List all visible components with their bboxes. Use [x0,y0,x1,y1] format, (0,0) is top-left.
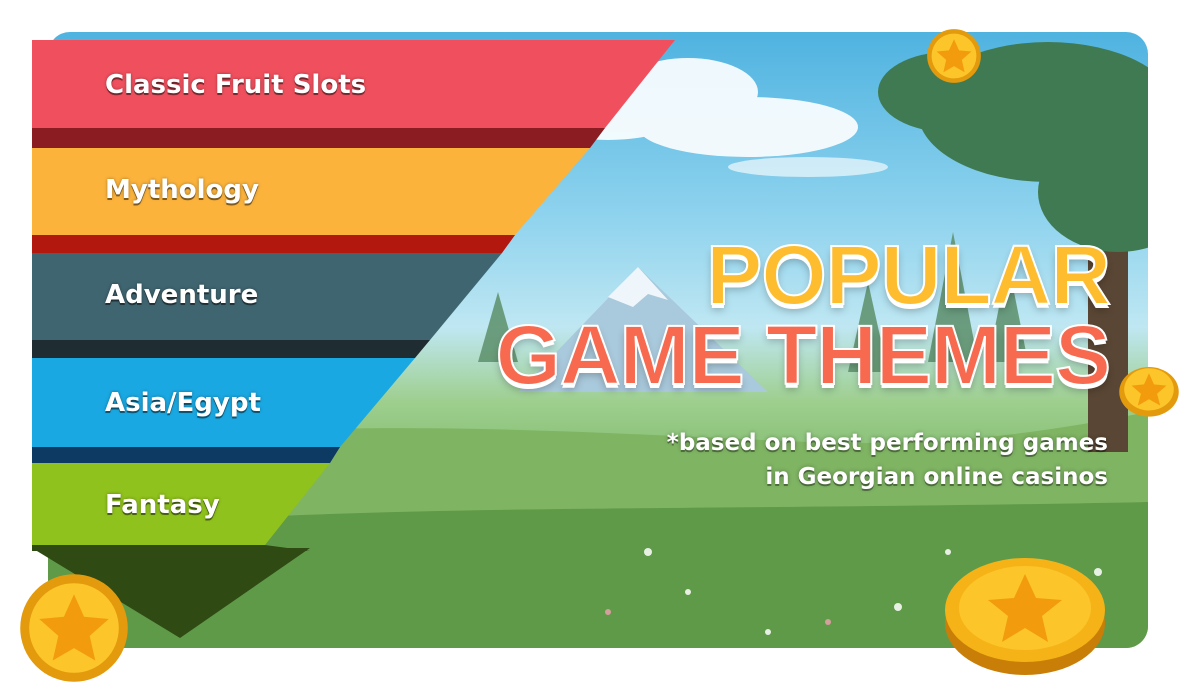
funnel-band-adventure [32,253,502,358]
band-adventure [32,253,502,340]
theme-label-adventure: Adventure [105,280,259,310]
band-asia-egypt [32,358,415,447]
theme-label-asia-egypt: Asia/Egypt [105,388,261,418]
funnel-band-asia-egypt [32,358,415,463]
headline-line-2: GAME THEMES [495,307,1112,402]
star-coin-icon [927,29,981,83]
footnote-line-2: in Georgian online casinos [765,464,1108,490]
theme-label-fantasy: Fantasy [105,490,220,520]
landscape-illustration [48,42,1148,648]
headline: POPULAR GAME THEMES [495,228,1112,402]
star-coin-icon [20,574,128,682]
theme-label-mythology: Mythology [105,175,259,205]
theme-funnel [32,40,675,638]
star-coin-icon [1119,367,1179,417]
funnel-band-classic-fruit-slots [32,40,675,148]
funnel-tip [32,548,310,638]
footnote-line-1: *based on best performing games [666,430,1108,456]
headline-line-1: POPULAR [705,228,1112,322]
funnel-band-fantasy [32,463,330,551]
band-fantasy [32,463,330,545]
star-coin-icon [945,558,1105,675]
band-classic-fruit-slots [32,40,675,128]
band-mythology [32,148,590,235]
funnel-band-mythology [32,148,590,253]
theme-label-classic-fruit-slots: Classic Fruit Slots [105,70,367,100]
footnote: *based on best performing games in Georg… [667,426,1108,494]
